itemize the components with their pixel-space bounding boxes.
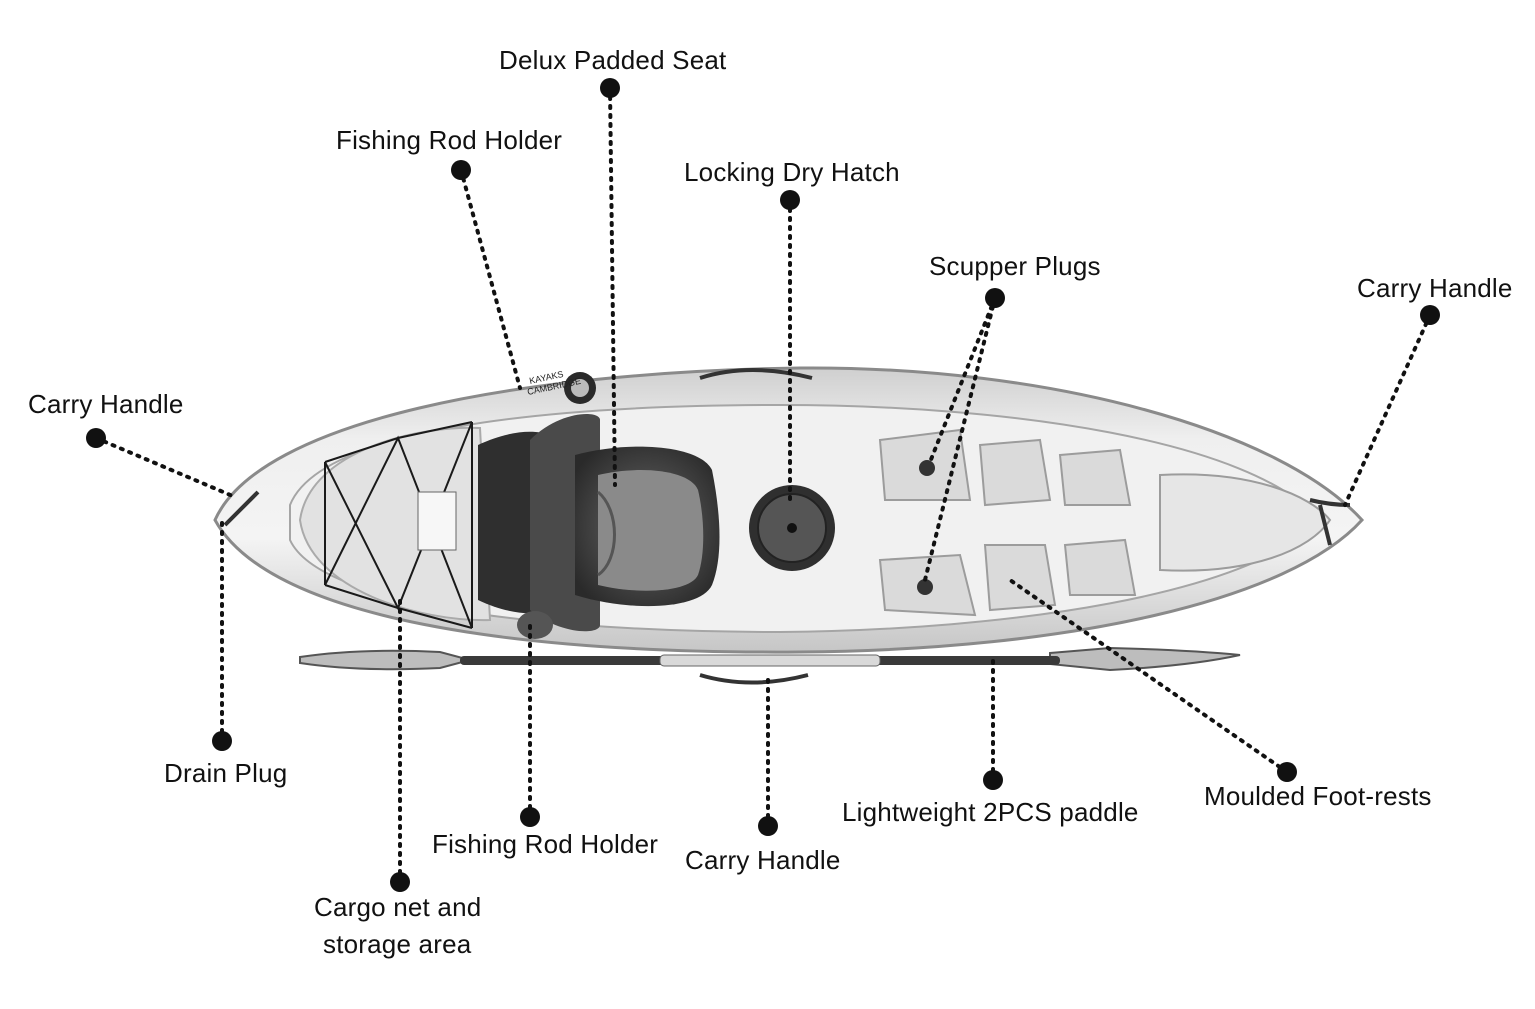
label-drain-plug: Drain Plug xyxy=(164,758,288,788)
label-scupper-plugs: Scupper Plugs xyxy=(929,251,1101,281)
brand-mark xyxy=(564,372,596,404)
carry-handles xyxy=(223,368,1351,685)
label-cargo-net-line2: storage area xyxy=(323,929,472,959)
dot-carry-handle-right xyxy=(1420,305,1440,325)
label-carry-handle-bottom: Carry Handle xyxy=(685,845,841,875)
leader-dots xyxy=(86,78,1440,892)
label-carry-handle-left: Carry Handle xyxy=(28,389,184,419)
padded-seat xyxy=(478,414,720,639)
paddle xyxy=(299,646,1241,672)
label-cargo-net-line1: Cargo net and xyxy=(314,892,482,922)
dot-locking-dry-hatch xyxy=(780,190,800,210)
dot-scupper-plugs xyxy=(985,288,1005,308)
dot-carry-handle-bottom xyxy=(758,816,778,836)
label-lightweight-paddle: Lightweight 2PCS paddle xyxy=(842,797,1139,827)
label-carry-handle-right: Carry Handle xyxy=(1357,273,1513,303)
dot-cargo-net xyxy=(390,872,410,892)
dot-drain-plug xyxy=(212,731,232,751)
dot-carry-handle-left xyxy=(86,428,106,448)
label-delux-padded-seat: Delux Padded Seat xyxy=(499,45,727,75)
dot-fishing-rod-holder-top xyxy=(451,160,471,180)
dot-delux-padded-seat xyxy=(600,78,620,98)
cargo-net xyxy=(324,421,473,629)
dot-lightweight-paddle xyxy=(983,770,1003,790)
dry-hatch xyxy=(749,485,835,571)
label-moulded-foot-rests: Moulded Foot-rests xyxy=(1204,781,1432,811)
dot-moulded-foot-rests xyxy=(1277,762,1297,782)
leader-lines xyxy=(94,86,1432,884)
label-fishing-rod-holder-bottom: Fishing Rod Holder xyxy=(432,829,659,859)
label-fishing-rod-holder-top: Fishing Rod Holder xyxy=(336,125,563,155)
dot-fishing-rod-holder-bottom xyxy=(520,807,540,827)
label-locking-dry-hatch: Locking Dry Hatch xyxy=(684,157,900,187)
